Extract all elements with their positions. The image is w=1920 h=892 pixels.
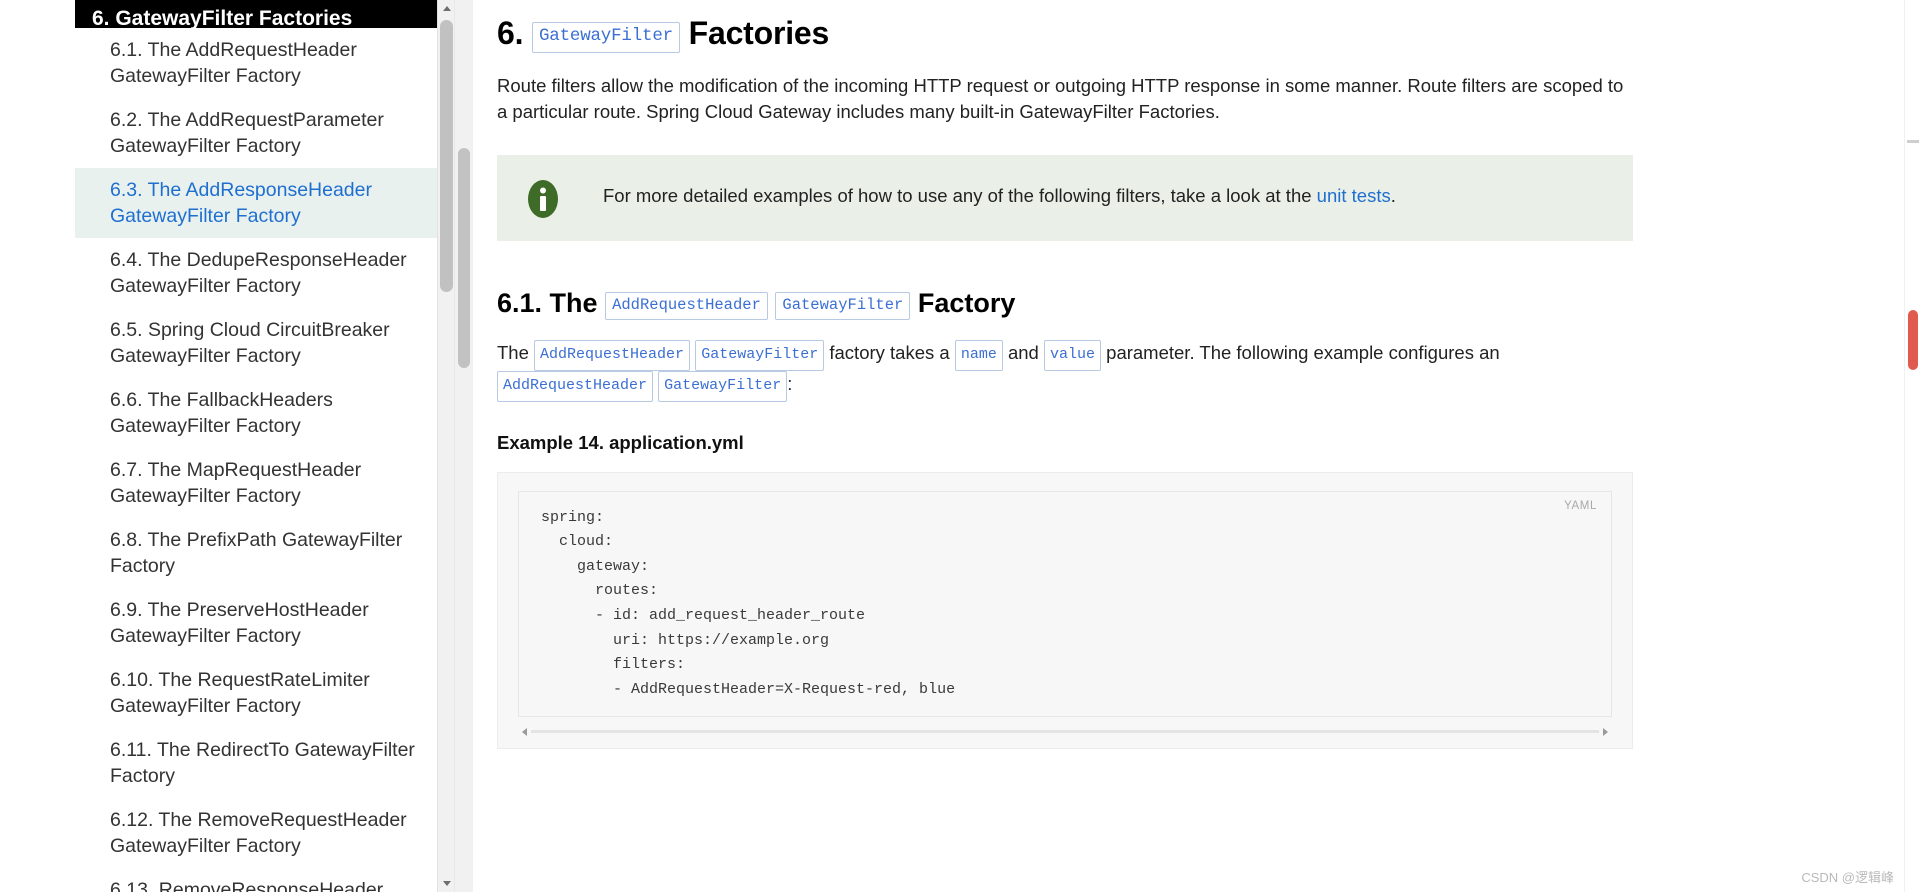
sidebar-item-6-6[interactable]: 6.6. The FallbackHeaders GatewayFilter F…	[110, 389, 333, 437]
scrollbar-marker	[1907, 140, 1919, 143]
sidebar-item-6-12[interactable]: 6.12. The RemoveRequestHeader GatewayFil…	[110, 809, 407, 857]
page-scrollbar[interactable]	[455, 0, 473, 892]
sidebar-item-6-13[interactable]: 6.13. RemoveResponseHeader GatewayFilter…	[110, 879, 384, 892]
code-language-label: YAML	[1564, 499, 1597, 512]
info-icon	[523, 179, 563, 219]
code-listing: YAML spring: cloud: gateway: routes: - i…	[497, 471, 1633, 750]
code-badge-gatewayfilter-4: GatewayFilter	[658, 370, 788, 402]
admonition-text-after: .	[1390, 185, 1396, 207]
para-t5: :	[787, 372, 793, 394]
sidebar-item-6-2[interactable]: 6.2. The AddRequestParameter GatewayFilt…	[110, 109, 384, 157]
unit-tests-link[interactable]: unit tests	[1316, 185, 1391, 207]
watermark: CSDN @逻辑峰	[1801, 870, 1894, 885]
code-badge-addrequestheader-2: AddRequestHeader	[534, 339, 691, 371]
section-paragraph: The AddRequestHeader GatewayFilter facto…	[497, 339, 1633, 402]
toc-list: 6.1. The AddRequestHeader GatewayFilter …	[75, 28, 454, 892]
sidebar-item-6-9[interactable]: 6.9. The PreserveHostHeader GatewayFilte…	[110, 599, 369, 647]
page-title: 6. GatewayFilter Factories	[497, 12, 1633, 55]
toc-header: 6. GatewayFilter Factories	[75, 0, 454, 28]
code-listing-inner: YAML spring: cloud: gateway: routes: - i…	[518, 490, 1612, 718]
sidebar-item-6-4[interactable]: 6.4. The DedupeResponseHeader GatewayFil…	[110, 249, 407, 297]
code-horizontal-scrollbar[interactable]	[518, 725, 1612, 739]
intro-paragraph: Route filters allow the modification of …	[497, 75, 1624, 123]
sidebar-item-6-8[interactable]: 6.8. The PrefixPath GatewayFilter Factor…	[110, 529, 403, 577]
sidebar-item-6-7[interactable]: 6.7. The MapRequestHeader GatewayFilter …	[110, 459, 362, 507]
page-scrollbar-thumb[interactable]	[458, 148, 470, 368]
sidebar-item-6-5[interactable]: 6.5. Spring Cloud CircuitBreaker Gateway…	[110, 319, 390, 367]
code-badge-addrequestheader-3: AddRequestHeader	[497, 370, 654, 402]
para-t2: factory takes a	[829, 341, 950, 363]
code-badge-value: value	[1044, 339, 1102, 371]
sidebar-item-6-1[interactable]: 6.1. The AddRequestHeader GatewayFilter …	[110, 39, 357, 87]
section-heading-6-1: 6.1. The AddRequestHeader GatewayFilter …	[497, 285, 1633, 321]
admonition-text: For more detailed examples of how to use…	[603, 177, 1396, 209]
para-t4: parameter. The following example configu…	[1106, 341, 1500, 363]
sidebar-scrollbar[interactable]	[437, 0, 454, 892]
scroll-right-arrow-icon[interactable]	[1599, 725, 1612, 738]
sidebar-toc: 6. GatewayFilter Factories 6.1. The AddR…	[75, 0, 455, 892]
code-badge-addrequestheader: AddRequestHeader	[605, 292, 768, 321]
sidebar-scrollbar-thumb[interactable]	[440, 20, 453, 292]
code-badge-gatewayfilter-2: GatewayFilter	[775, 292, 911, 321]
code-badge-gatewayfilter-3: GatewayFilter	[695, 339, 825, 371]
scroll-down-arrow-icon[interactable]	[438, 875, 454, 892]
sidebar-item-6-11[interactable]: 6.11. The RedirectTo GatewayFilter Facto…	[110, 739, 415, 787]
scroll-left-arrow-icon[interactable]	[518, 725, 531, 738]
sidebar-item-6-3[interactable]: 6.3. The AddResponseHeader GatewayFilter…	[75, 168, 454, 238]
code-badge-name: name	[954, 339, 1003, 371]
section-number: 6.1. The	[497, 288, 598, 319]
window-scrollbar-thumb[interactable]	[1908, 310, 1918, 370]
para-t3: and	[1007, 341, 1039, 363]
main-content: 6. GatewayFilter Factories Route filters…	[473, 0, 1920, 892]
code-badge-gatewayfilter: GatewayFilter	[532, 22, 680, 53]
heading-tail: Factories	[688, 15, 830, 51]
code-scroll-track[interactable]	[531, 730, 1599, 734]
scroll-up-arrow-icon[interactable]	[438, 0, 454, 17]
example-title: Example 14. application.yml	[497, 431, 744, 453]
admonition-text-before: For more detailed examples of how to use…	[603, 185, 1312, 207]
heading-number: 6.	[497, 15, 524, 51]
left-gutter	[0, 0, 75, 892]
info-admonition: For more detailed examples of how to use…	[497, 155, 1633, 242]
para-t1: The	[497, 341, 529, 363]
sidebar-item-6-10[interactable]: 6.10. The RequestRateLimiter GatewayFilt…	[110, 669, 370, 717]
yaml-code: spring: cloud: gateway: routes: - id: ad…	[541, 508, 956, 698]
section-heading-tail: Factory	[917, 288, 1016, 319]
window-scrollbar[interactable]	[1904, 0, 1920, 892]
